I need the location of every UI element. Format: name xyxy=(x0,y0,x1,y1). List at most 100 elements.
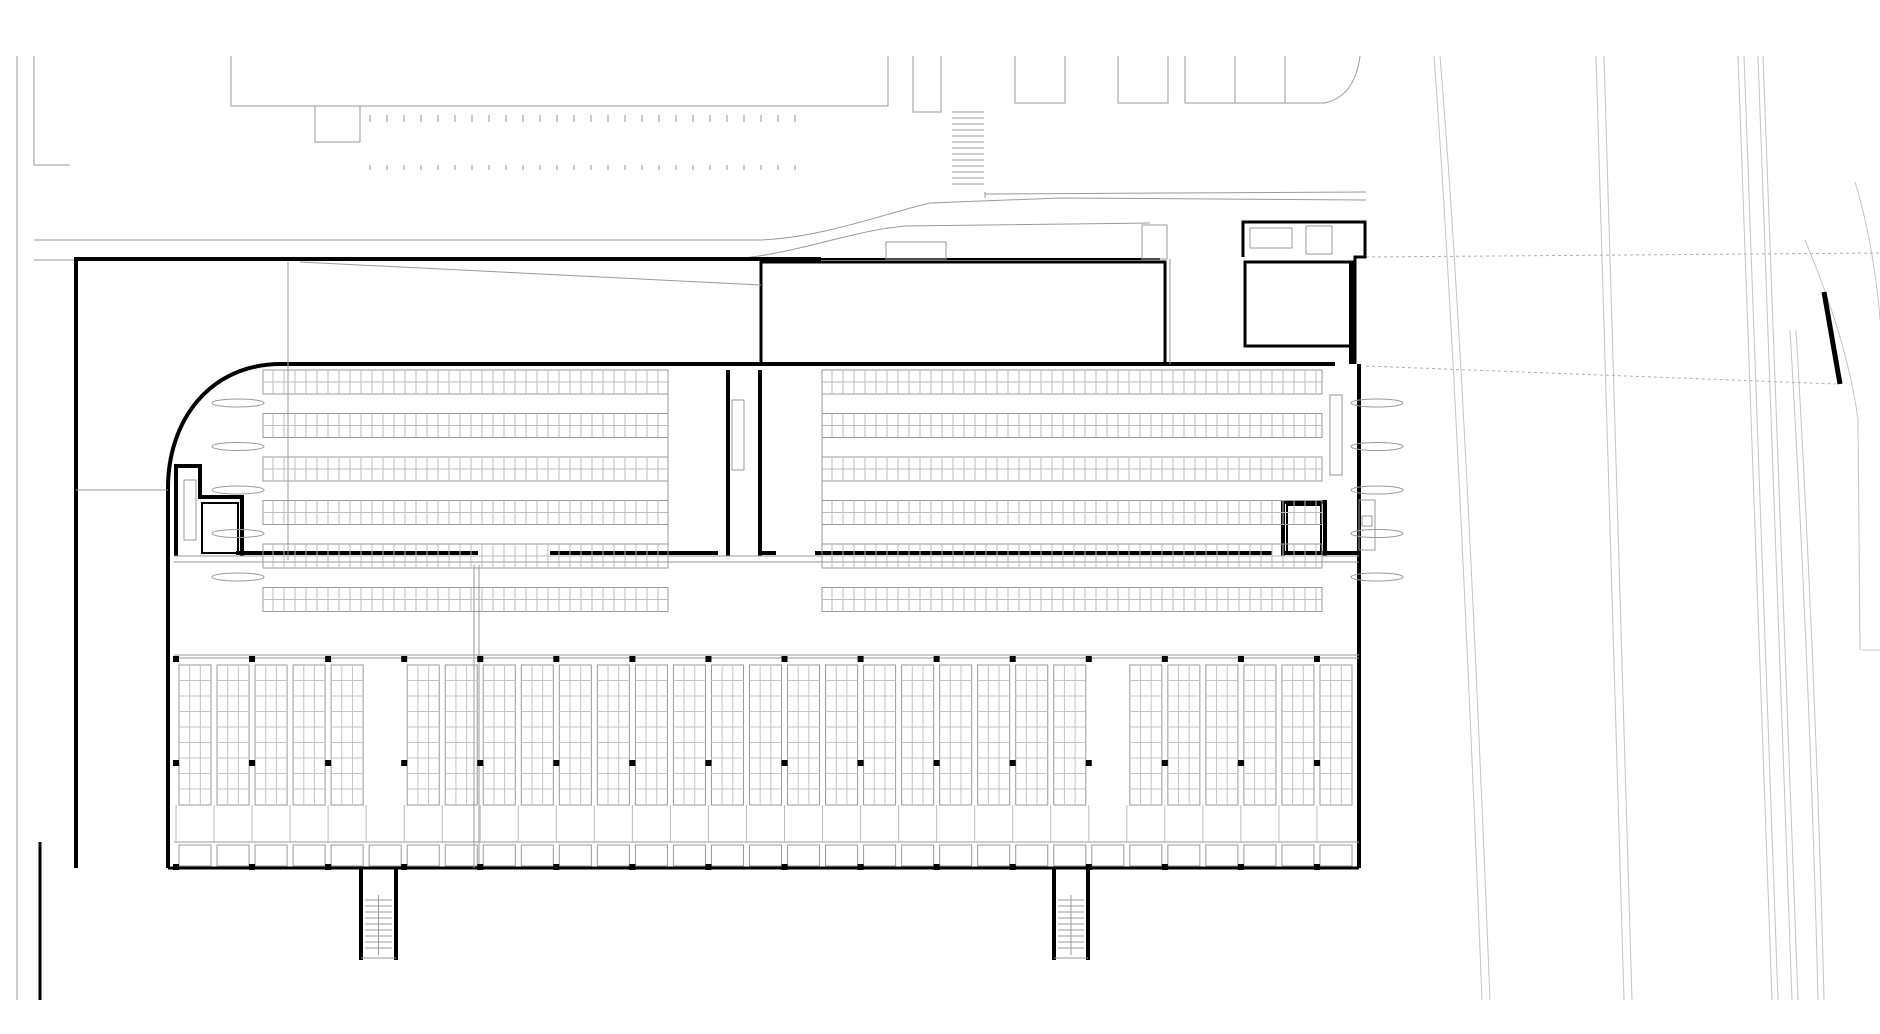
column xyxy=(553,760,560,766)
column xyxy=(857,760,864,766)
central-stair xyxy=(731,399,745,471)
east-corridor-stair xyxy=(1329,394,1343,476)
east-door-frame xyxy=(1358,499,1376,551)
bay-dock xyxy=(825,844,859,867)
column xyxy=(705,760,712,766)
bay-dock xyxy=(901,844,935,867)
column xyxy=(1085,864,1092,870)
east-door-box xyxy=(1361,515,1373,527)
neighbour-building xyxy=(1184,56,1236,104)
column xyxy=(1237,656,1244,662)
bay-shelving xyxy=(901,664,935,806)
aisle-vehicle xyxy=(1350,442,1404,451)
column xyxy=(173,656,179,662)
column xyxy=(401,760,408,766)
rail-line xyxy=(1603,55,1633,1001)
column xyxy=(401,864,408,870)
column xyxy=(1313,760,1320,766)
rail-line xyxy=(1789,329,1819,1001)
rail-line xyxy=(1433,55,1483,1001)
northeast-core xyxy=(1243,260,1354,348)
lower-hall-bays xyxy=(173,656,1353,870)
column xyxy=(325,760,332,766)
entrance-threshold xyxy=(1141,224,1168,260)
bay-shelving xyxy=(634,664,668,806)
column xyxy=(705,864,712,870)
stair-core-west xyxy=(174,464,244,556)
column xyxy=(1161,760,1168,766)
dashed-line xyxy=(1365,365,1837,385)
south-stair-cores xyxy=(359,868,1090,960)
bay-shelving xyxy=(520,664,554,806)
bay-dock xyxy=(1167,844,1201,867)
rail-line xyxy=(1795,329,1825,1001)
bay-shelving xyxy=(1281,664,1315,806)
aisle-vehicle xyxy=(211,485,265,495)
column xyxy=(629,760,636,766)
bay-shelving xyxy=(216,664,250,806)
column xyxy=(325,864,332,870)
column xyxy=(629,656,636,662)
bay-shelving xyxy=(1015,664,1049,806)
column xyxy=(249,760,256,766)
bay-shelving xyxy=(710,664,744,806)
fine-line xyxy=(299,261,762,286)
aisle-vehicle xyxy=(1350,398,1404,408)
column xyxy=(1161,656,1168,662)
aisle-vehicle xyxy=(211,529,265,538)
bay-dock xyxy=(1205,844,1239,867)
aisle-vehicle xyxy=(1350,572,1404,582)
rail-line xyxy=(1595,55,1625,1001)
entrance-threshold xyxy=(885,241,947,260)
column xyxy=(173,864,179,870)
column xyxy=(781,760,788,766)
bay-shelving xyxy=(178,664,212,806)
column xyxy=(781,656,788,662)
column xyxy=(1313,864,1320,870)
platform-edge xyxy=(1821,291,1843,385)
column xyxy=(249,656,256,662)
bay-shelving xyxy=(939,664,973,806)
dashed-line xyxy=(1365,252,1880,258)
bay-dock xyxy=(596,844,630,867)
bay-dock xyxy=(672,844,706,867)
aisle-vehicle xyxy=(211,398,265,408)
column xyxy=(553,864,560,870)
column xyxy=(1237,864,1244,870)
bay-shelving xyxy=(406,664,440,806)
bay-dock xyxy=(1281,844,1315,867)
neighbour-building xyxy=(230,56,889,107)
bay-dock xyxy=(1243,844,1277,867)
upper-wing-racks xyxy=(211,369,1404,612)
bay-dock xyxy=(977,844,1011,867)
column xyxy=(1161,864,1168,870)
column xyxy=(173,760,179,766)
rail-line xyxy=(1439,55,1491,1001)
bay-shelving xyxy=(1205,664,1239,806)
building-fine-lines xyxy=(76,224,1376,868)
bay-dock xyxy=(444,844,478,867)
access-road-edge xyxy=(34,197,1367,241)
site-context xyxy=(16,55,1367,1000)
column xyxy=(1313,656,1320,662)
bay-shelving xyxy=(254,664,288,806)
column xyxy=(325,656,332,662)
rail-line xyxy=(1854,181,1880,321)
bay-shelving xyxy=(330,664,364,806)
aisle-vehicle xyxy=(1350,485,1404,495)
bay-dock xyxy=(216,844,250,867)
bay-dock xyxy=(1319,844,1353,867)
rail-line xyxy=(1743,55,1779,1001)
column xyxy=(553,656,560,662)
bay-shelving xyxy=(558,664,592,806)
northeast-landing xyxy=(1249,227,1293,249)
bay-dock xyxy=(634,844,668,867)
aisle-vehicle xyxy=(1350,529,1404,538)
parking-marks xyxy=(369,115,796,170)
column xyxy=(705,656,712,662)
neighbour-building xyxy=(1117,56,1169,104)
bay-shelving xyxy=(748,664,783,806)
bay-dock xyxy=(863,844,897,867)
column xyxy=(1237,760,1244,766)
